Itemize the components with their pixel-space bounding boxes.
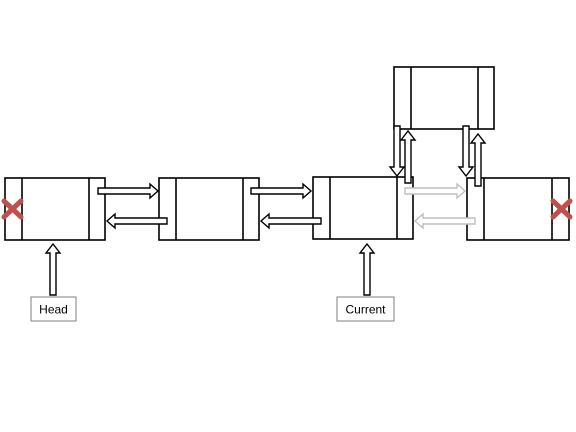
arrow-current-pointer — [358, 242, 376, 296]
arrow-node4-prev-to-new-node — [469, 132, 487, 187]
null-marker-left-x-mark-icon — [1, 198, 24, 220]
arrow-new-node-prev-to-node3 — [388, 125, 406, 178]
current-label-text: Current — [345, 303, 386, 317]
list-node-4-tail — [466, 177, 570, 241]
arrow-new-node-next-to-node4 — [457, 125, 475, 178]
list-node-2 — [158, 177, 260, 241]
arrow-old-next-node3-to-node4 — [404, 182, 467, 200]
arrow-prev-node3-to-node2 — [259, 212, 322, 230]
list-node-1 — [4, 177, 106, 241]
arrow-prev-node2-to-node1 — [105, 212, 168, 230]
arrow-old-prev-node4-to-node3 — [413, 212, 476, 230]
head-label-text: Head — [39, 303, 68, 317]
current-label: Current — [336, 296, 395, 322]
arrow-node3-next-to-new-node — [399, 129, 417, 184]
arrow-next-node1-to-node2 — [97, 182, 160, 200]
head-label: Head — [30, 296, 77, 322]
null-marker-right-x-mark-icon — [550, 198, 573, 220]
new-inserted-node — [393, 66, 495, 130]
arrow-next-node2-to-node3 — [250, 182, 313, 200]
list-node-3-current — [312, 176, 414, 240]
arrow-head-pointer — [44, 242, 62, 296]
